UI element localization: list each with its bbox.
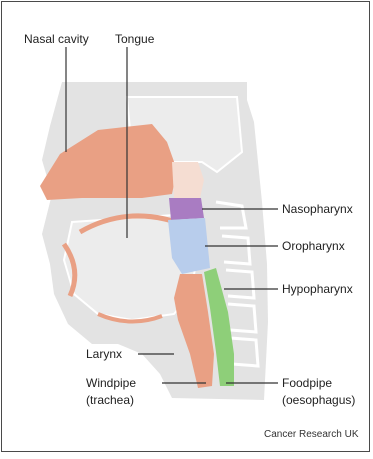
credit-text: Cancer Research UK: [264, 427, 358, 442]
label-windpipe: Windpipe: [86, 376, 136, 391]
label-foodpipe: Foodpipe: [282, 376, 332, 391]
label-nasal-cavity: Nasal cavity: [24, 32, 89, 47]
label-hypopharynx: Hypopharynx: [282, 282, 353, 297]
label-windpipe-sub: (trachea): [86, 393, 134, 408]
nasopharynx-region: [169, 198, 204, 220]
label-nasopharynx: Nasopharynx: [282, 202, 353, 217]
label-oropharynx: Oropharynx: [282, 239, 345, 254]
pale-tissue: [172, 162, 204, 198]
label-larynx: Larynx: [86, 347, 122, 362]
label-tongue: Tongue: [115, 32, 154, 47]
figure-frame: Nasal cavity Tongue Nasopharynx Orophary…: [1, 1, 370, 452]
label-foodpipe-sub: (oesophagus): [282, 393, 355, 408]
